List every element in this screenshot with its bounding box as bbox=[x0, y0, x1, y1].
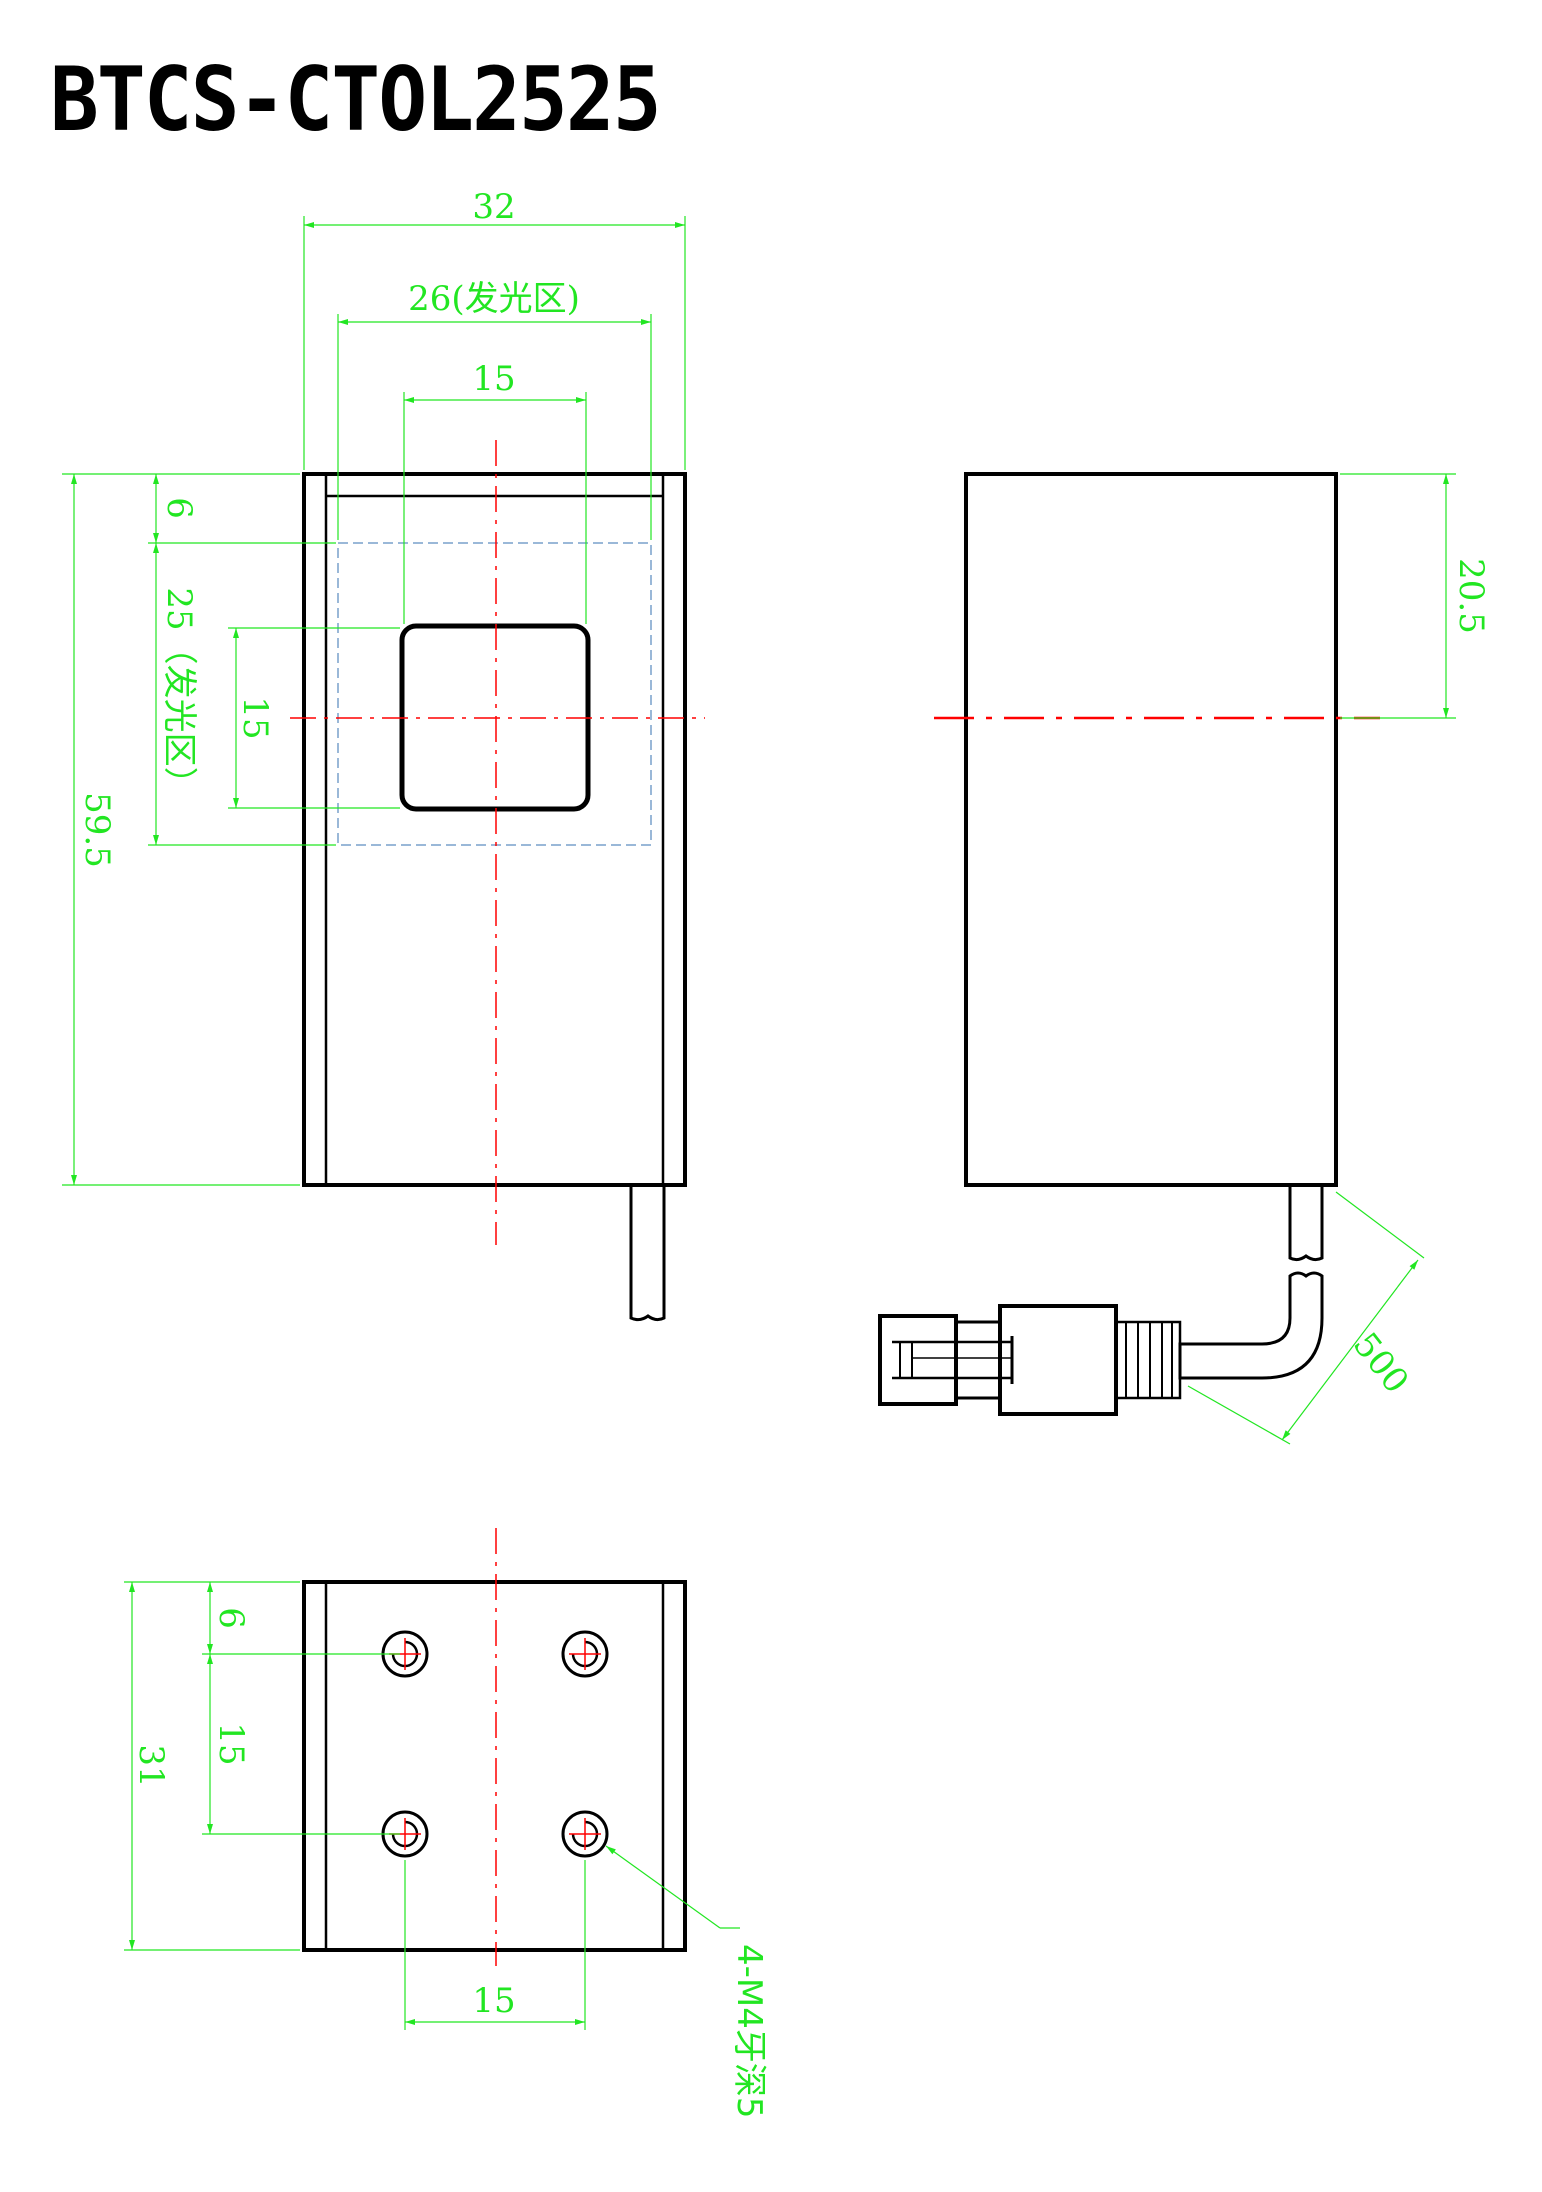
front-body-outline bbox=[302, 472, 687, 1187]
connector-plug bbox=[878, 1314, 958, 1406]
bottom-view bbox=[302, 1528, 687, 1966]
front-view bbox=[290, 440, 705, 1322]
dim-bottom-height: 31 bbox=[131, 1744, 171, 1787]
side-dimensions: 20.5 500 bbox=[1187, 473, 1491, 1445]
front-dimensions: 32 26(发光区) 15 59.5 6 25（发光区） 15 bbox=[62, 187, 686, 1186]
dim-hole-pitch-h: 15 bbox=[472, 1981, 515, 2021]
front-cable bbox=[629, 1185, 666, 1322]
dim-emitting-width: 26(发光区) bbox=[408, 279, 580, 319]
dim-hole-pitch-v: 15 bbox=[211, 1722, 251, 1765]
dim-bottom-offset: 6 bbox=[211, 1607, 251, 1629]
dim-total-height: 59.5 bbox=[77, 792, 117, 868]
connector-housing bbox=[998, 1304, 1118, 1416]
bottom-body-outline bbox=[302, 1580, 687, 1952]
dim-cable-length: 500 bbox=[1345, 1325, 1416, 1401]
emitting-area bbox=[337, 542, 652, 846]
dim-side-center: 20.5 bbox=[1451, 558, 1491, 634]
dim-emitting-height: 25（发光区） bbox=[159, 587, 199, 800]
drawing-title: BTCS-CTOL2525 bbox=[50, 48, 662, 151]
side-cable bbox=[1178, 1271, 1324, 1380]
side-view bbox=[878, 472, 1380, 1416]
dim-window-height: 15 bbox=[235, 696, 275, 739]
side-body-outline bbox=[964, 472, 1338, 1187]
bottom-dimensions: 31 6 15 15 4-M4牙深5 bbox=[124, 1581, 769, 2119]
mount-hole bbox=[561, 1630, 609, 1678]
mount-hole bbox=[561, 1810, 609, 1858]
dim-window-width: 15 bbox=[472, 359, 515, 399]
dim-top-offset: 6 bbox=[159, 497, 199, 519]
thread-note: 4-M4牙深5 bbox=[729, 1944, 769, 2119]
dim-top-width: 32 bbox=[472, 187, 515, 227]
